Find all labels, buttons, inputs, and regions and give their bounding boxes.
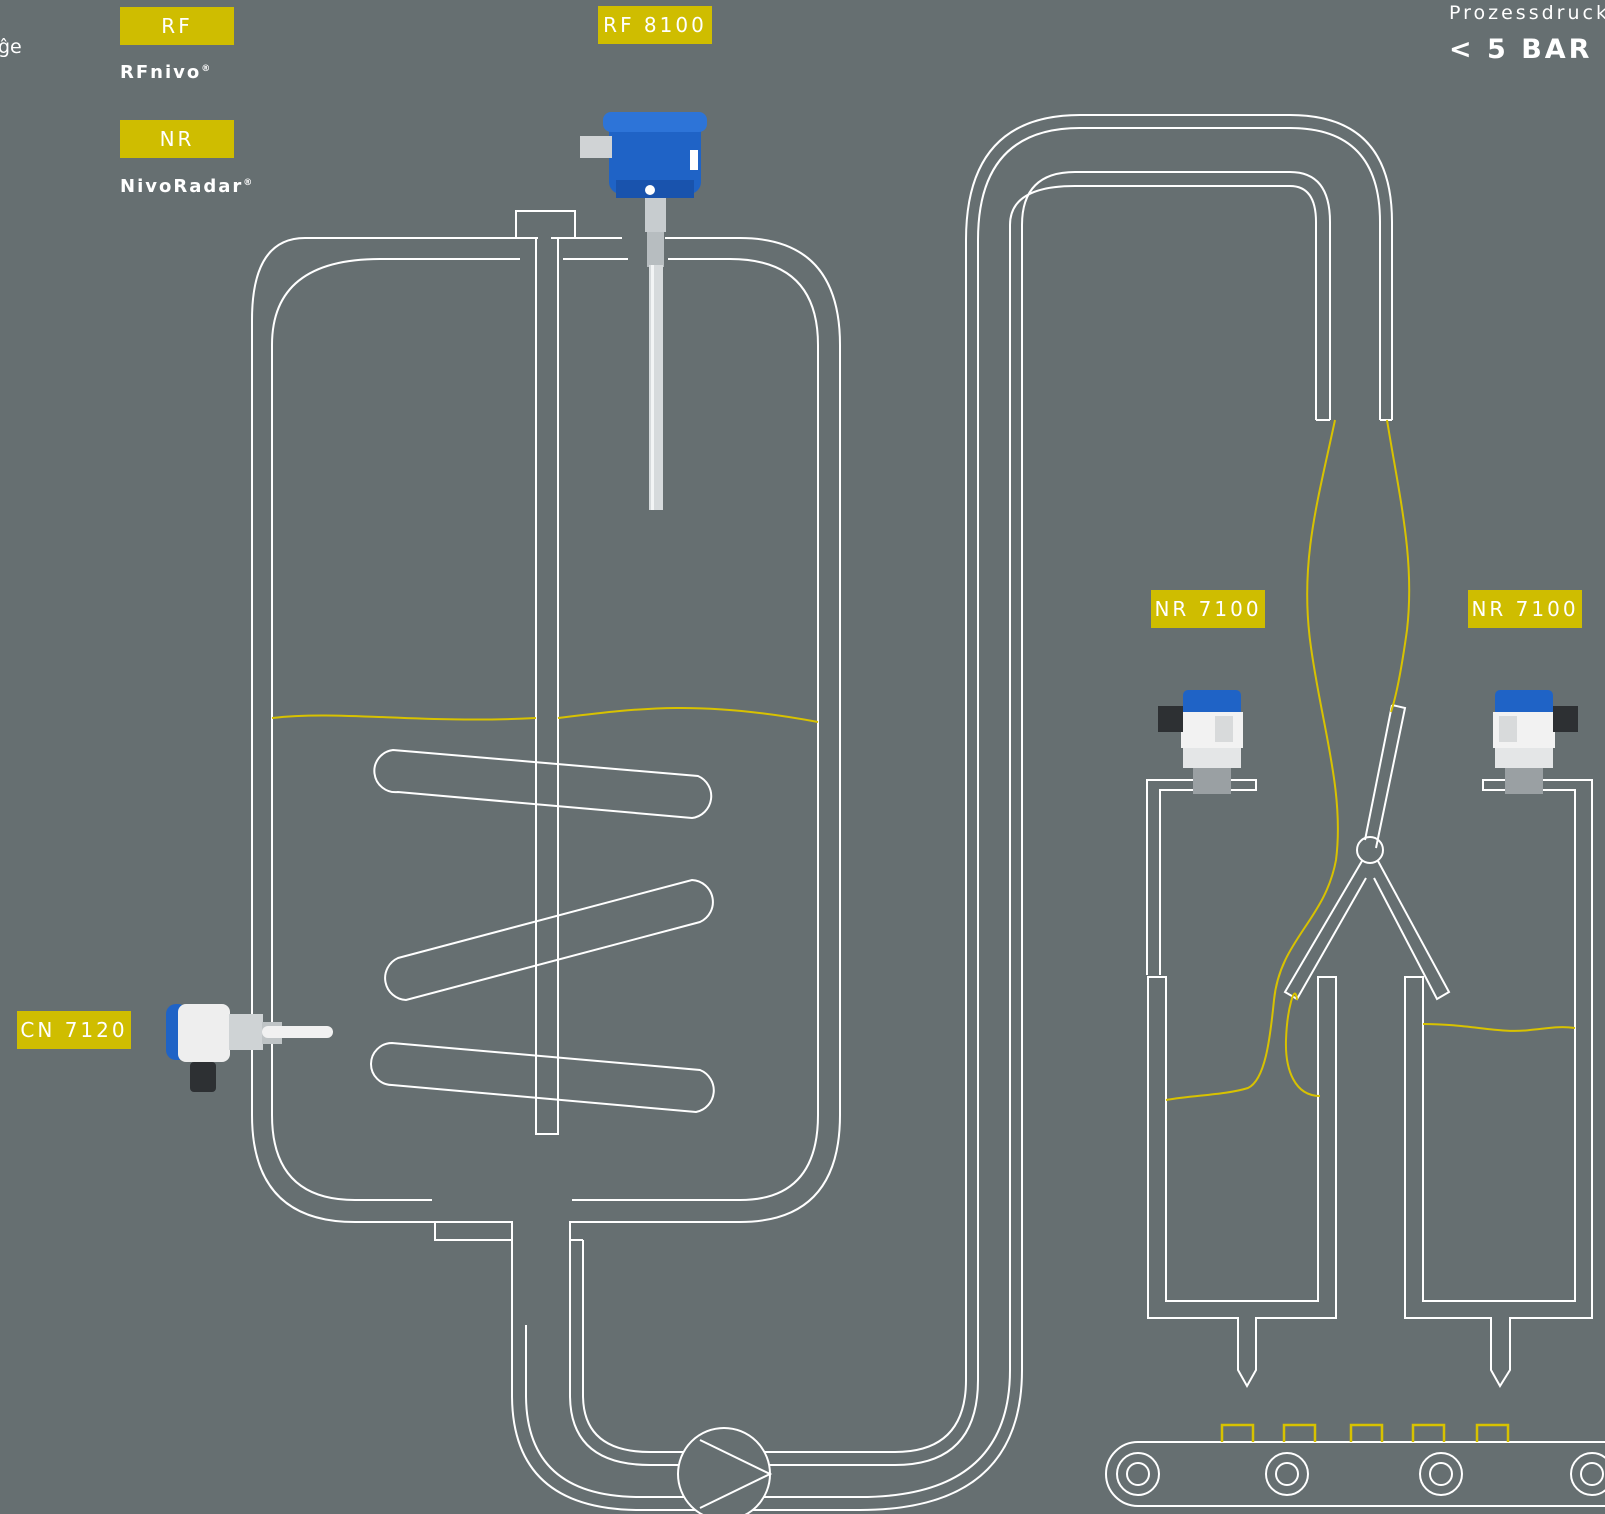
registered-mark: ® (201, 64, 212, 74)
nr-7100-left-sensor (1158, 690, 1243, 794)
pump (678, 1428, 770, 1514)
sensor-tag-nr-7100-left: NR 7100 (1151, 590, 1265, 628)
pressure-value: < 5 BAR (1449, 34, 1592, 65)
legend-name-nivoradar: NivoRadar® (120, 176, 254, 197)
conveyor (1106, 1442, 1605, 1506)
legend-tag-rf: RF (120, 7, 234, 45)
main-vessel (252, 238, 840, 1325)
legend-tag-nr: NR (120, 120, 234, 158)
left-container (1147, 780, 1336, 1386)
rf-8100-sensor (580, 112, 707, 510)
legend-name-rfnivo: RFnivo® (120, 62, 212, 83)
cn-7120-sensor (166, 1004, 333, 1092)
sensor-tag-cn-7120: CN 7120 (17, 1011, 131, 1049)
fill-levels (272, 420, 1575, 1100)
legend-name-text: RFnivo (120, 62, 201, 83)
diverter (1285, 705, 1449, 999)
sensor-tag-rf-8100: RF 8100 (598, 6, 712, 44)
nr-7100-right-sensor (1493, 690, 1578, 794)
registered-mark: ® (243, 178, 254, 188)
sensor-tag-nr-7100-right: NR 7100 (1468, 590, 1582, 628)
legend-name-text: NivoRadar (120, 176, 243, 197)
pressure-label: Prozessdruck (1449, 2, 1605, 24)
conveyor-products (1222, 1425, 1508, 1442)
right-container (1405, 780, 1592, 1386)
truncated-heading: ĝe (0, 36, 22, 58)
